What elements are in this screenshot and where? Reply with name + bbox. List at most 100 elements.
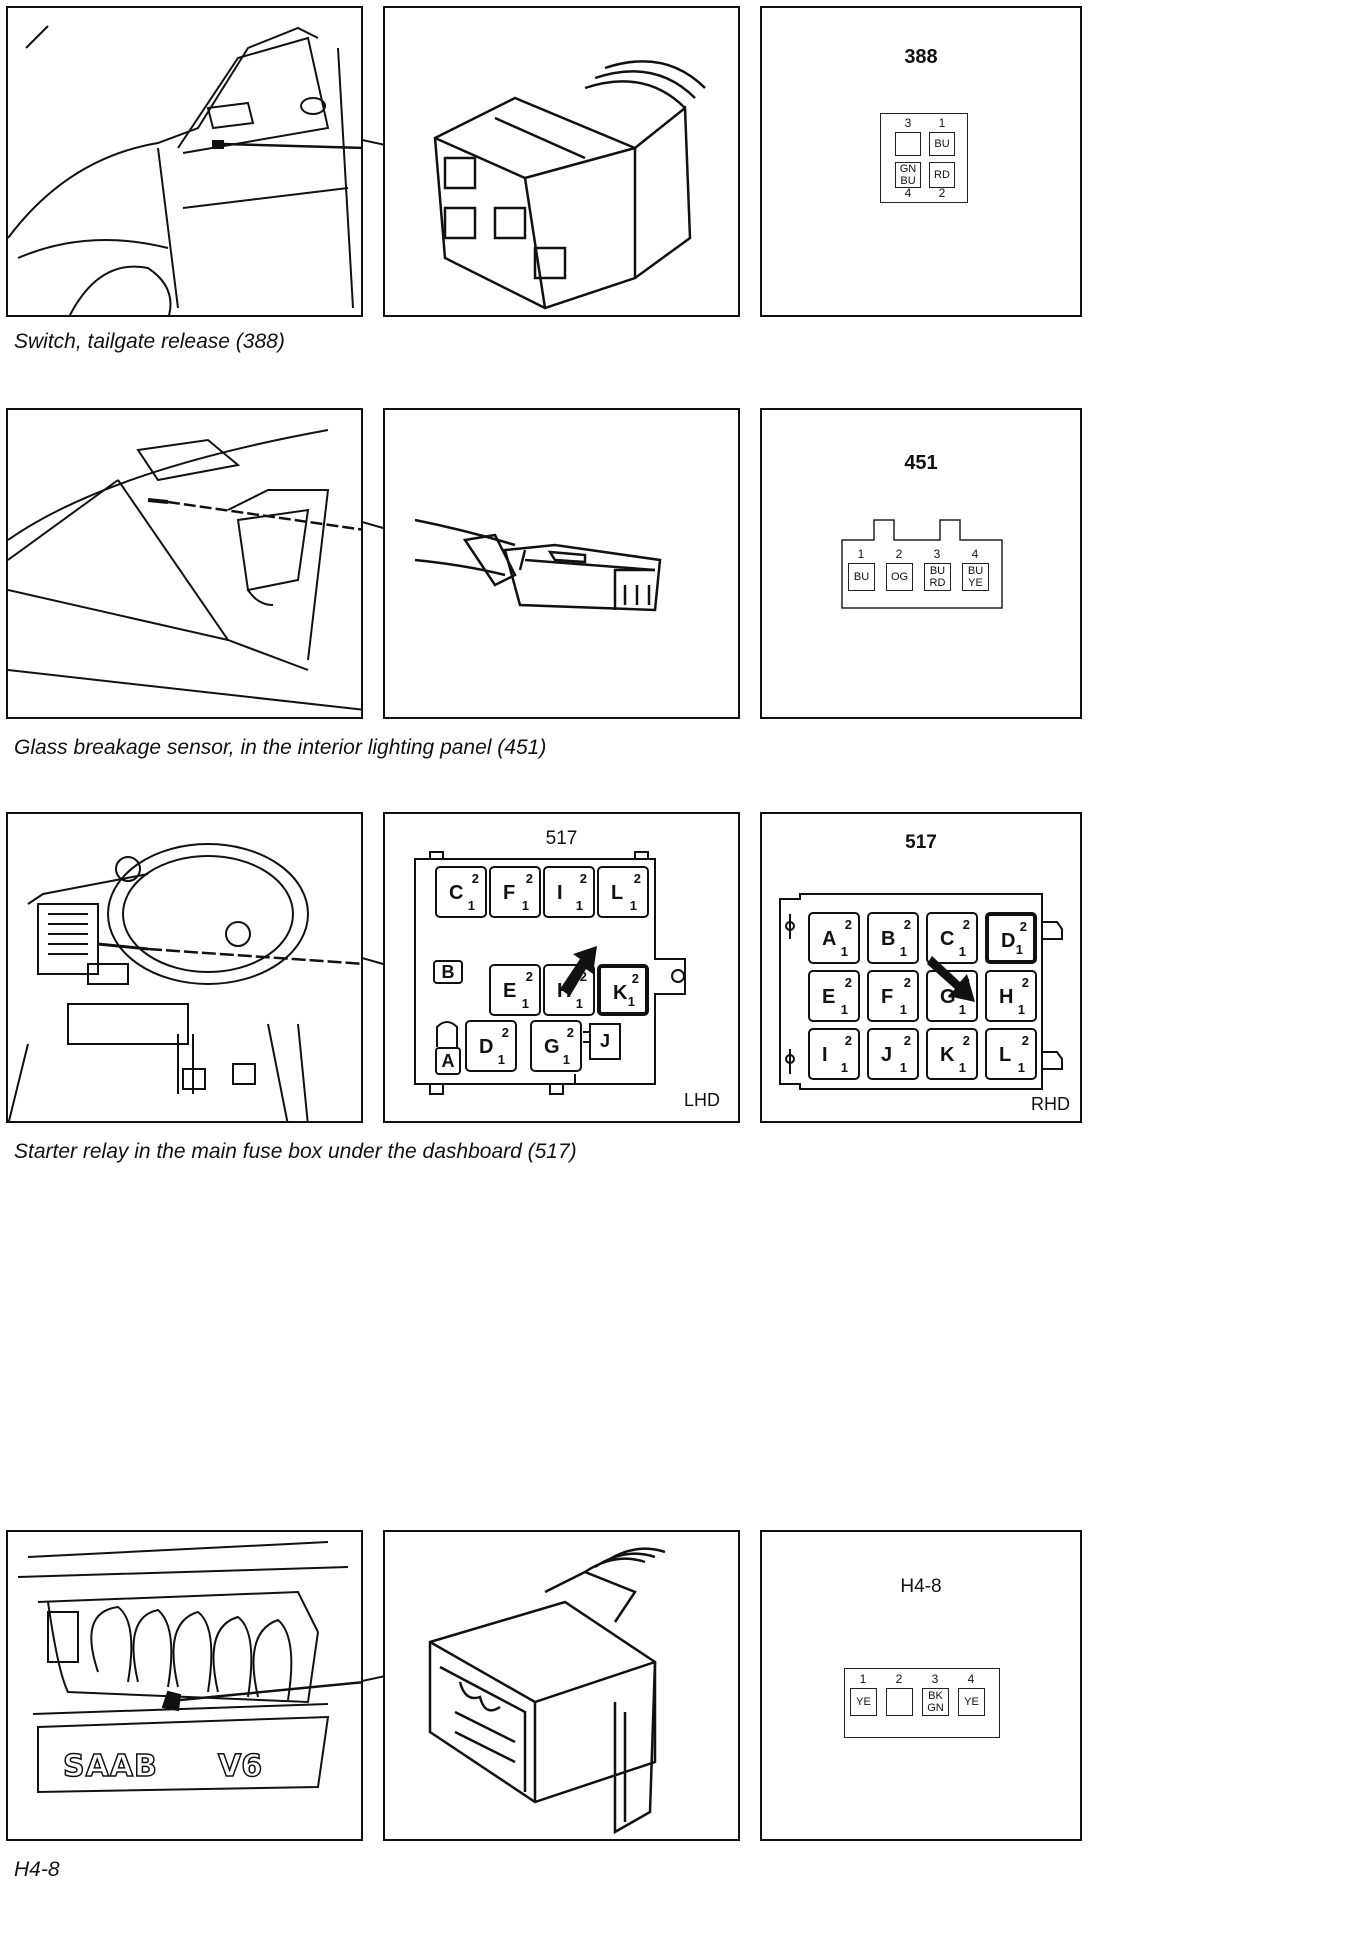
relay-pin: 1 [562,1052,570,1067]
relay-pin: 2 [579,969,587,984]
relay-pin: 2 [501,1025,509,1040]
relay-pin: 1 [627,994,635,1009]
relay-pin: 2 [962,1033,970,1048]
relay-letter: L [999,1044,1012,1066]
pin-number: 2 [895,1672,903,1686]
relay-letter: G [940,986,956,1008]
connector-388-illustration-panel [383,6,740,317]
relay-letter: F [503,882,516,904]
pin-number: 4 [967,1672,975,1686]
arrow-icon [927,956,975,1002]
relay-pin: 2 [1021,1033,1029,1048]
fusebox-rhd-panel: 517 A21 B21 C21 D21 E21 F21 G21 H21 I21 … [760,812,1082,1123]
connector-451-illustration [414,518,662,612]
relay-pin: 2 [525,871,533,886]
pin-cell: RD [929,162,955,188]
roof-illustration [8,429,361,711]
relay-pin: 2 [844,917,852,932]
relay-letter: D [479,1036,494,1058]
relay-pin: 2 [471,871,479,886]
relay-pin: 2 [1019,919,1027,934]
fuse-slot-B: B [433,960,463,984]
relay-pin: 2 [633,871,641,886]
relay-pin: 2 [903,917,911,932]
relay-pin: 1 [629,898,637,913]
caption-388: Switch, tailgate release (388) [14,330,285,353]
pin-cell: BU [929,132,955,156]
engine-illustration [17,1541,361,1794]
connector-451-illustration-panel [383,408,740,719]
pin-number: 3 [904,116,912,130]
fusebox-rhd-outline [779,893,1063,1090]
relay-I: I 2 1 [808,1028,860,1080]
pin-cell [895,132,921,156]
relay-pin: 1 [1015,942,1023,957]
relay-pin: 2 [962,917,970,932]
relay-pin: 1 [521,996,529,1011]
relay-letter: H [999,986,1014,1008]
dashboard-illustration-panel [6,812,363,1123]
relay-pin: 1 [958,1002,966,1017]
relay-letter: I [822,1044,828,1066]
relay-pin: 1 [840,1060,848,1075]
relay-letter: G [544,1036,560,1058]
fuse-slot-A: A [435,1047,461,1075]
car-door-illustration [8,25,361,315]
engine-illustration-panel: SAAB V6 [6,1530,363,1841]
relay-letter: F [881,986,894,1008]
relay-pin: 1 [575,898,583,913]
relay-pin: 1 [958,944,966,959]
relay-letter: B [881,928,896,950]
pin-number: 1 [857,547,865,561]
fusebox-lhd-outline [414,851,686,1095]
relay-letter: E [822,986,836,1008]
pin-cell: BU [848,563,875,591]
caption-451: Glass breakage sensor, in the interior l… [14,736,547,759]
fusebox-rhd-id: 517 [905,832,937,853]
relay-letter: I [557,882,563,904]
caption-517: Starter relay in the main fuse box under… [14,1140,577,1163]
relay-pin: 1 [899,1060,907,1075]
relay-pin: 1 [467,898,475,913]
relay-H: H21 [543,964,595,1016]
caption-h4-8: H4-8 [14,1858,60,1881]
fusebox-lhd-panel: 517 C21 F21 I21 L21 E21 H21 K21 D21 G21 … [383,812,740,1123]
relay-pin: 1 [1017,1060,1025,1075]
slot-J-label: J [600,1031,611,1051]
pin-number: 2 [938,186,946,200]
pin-number: 1 [859,1672,867,1686]
relay-pin: 2 [844,1033,852,1048]
relay-letter: L [611,882,624,904]
relay-letter: C [940,928,955,950]
relay-pin: 1 [840,944,848,959]
relay-pin: 1 [840,1002,848,1017]
relay-pin: 1 [497,1052,505,1067]
component-id-h4-8: H4-8 [900,1576,942,1597]
relay-pin: 1 [1017,1002,1025,1017]
relay-pin: 2 [1021,975,1029,990]
relay-letter: K [613,982,628,1004]
engine-badge-saab: SAAB [62,1748,158,1785]
connector-451-outline [841,519,1003,609]
component-id-388: 388 [904,46,938,68]
fusebox-lhd-id: 517 [545,828,578,849]
